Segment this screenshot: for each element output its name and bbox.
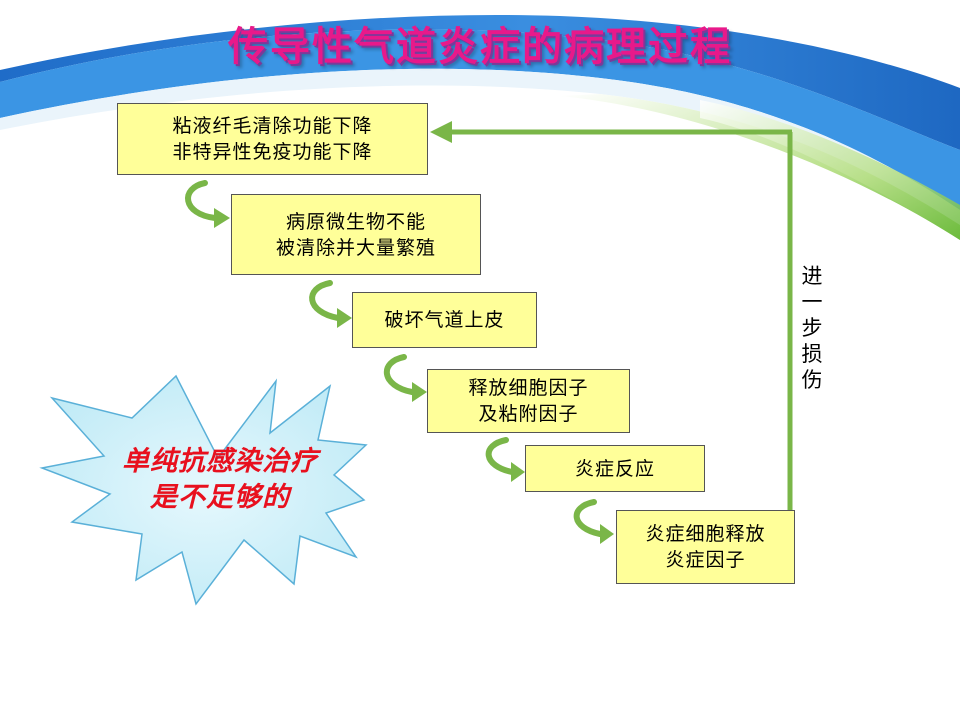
step-box-6: 炎症细胞释放 炎症因子 <box>616 510 795 584</box>
step-box-4: 释放细胞因子 及粘附因子 <box>427 369 630 433</box>
banner-swoosh <box>0 0 960 110</box>
callout-text: 单纯抗感染治疗 是不足够的 <box>122 446 318 513</box>
page-title: 传导性气道炎症的病理过程 <box>228 23 732 70</box>
banner-light-band <box>0 29 960 211</box>
step-box-3: 破坏气道上皮 <box>352 292 537 348</box>
step-box-1: 粘液纤毛清除功能下降 非特异性免疫功能下降 <box>117 103 428 175</box>
feedback-label: 进一步损伤 <box>801 264 823 392</box>
starburst-shape <box>39 374 368 606</box>
feedback-arrow-icon <box>430 121 793 578</box>
curved-arrow-icon <box>185 180 603 537</box>
step-box-5: 炎症反应 <box>525 445 705 492</box>
step-box-2: 病原微生物不能 被清除并大量繁殖 <box>231 194 481 275</box>
banner-band <box>0 14 960 150</box>
